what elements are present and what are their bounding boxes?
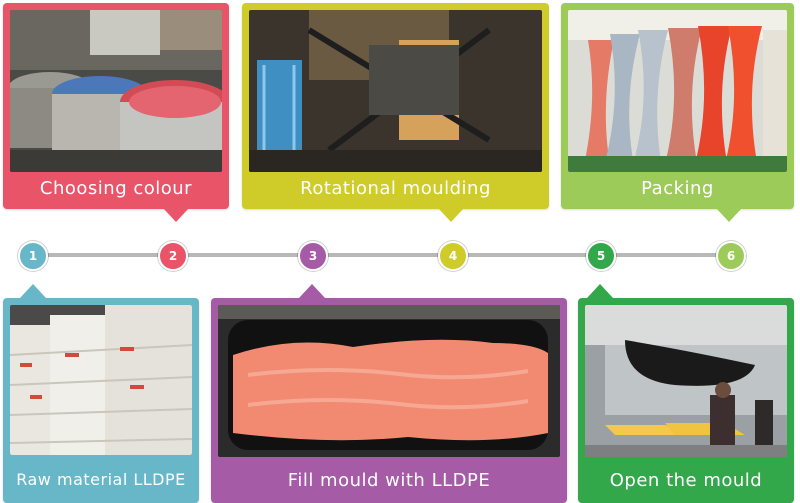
card-pointer [716, 208, 742, 222]
process-timeline [30, 253, 736, 257]
step-label: Open the mould [609, 470, 763, 491]
step-label: Raw material LLDPE [16, 470, 186, 489]
colour-drums-photo [10, 10, 222, 172]
step-label: Packing [641, 178, 714, 199]
step-card-raw-material: Raw material LLDPE [3, 284, 199, 503]
step-card-packing: Packing [561, 3, 794, 222]
rotomoulding-machine-photo [249, 10, 542, 172]
white-bags-photo [10, 305, 192, 455]
card-pointer [438, 208, 464, 222]
step-node-4: 4 [438, 241, 468, 271]
step-card-rotational-moulding: Rotational moulding [242, 3, 549, 222]
step-node-6: 6 [716, 241, 746, 271]
step-node-5: 5 [586, 241, 616, 271]
card-pointer [587, 284, 613, 298]
step-card-choosing-colour: Choosing colour [3, 3, 229, 222]
step-card-open-mould: Open the mould [578, 284, 794, 503]
packed-slides-photo [568, 10, 787, 172]
step-label: Rotational moulding [300, 178, 491, 199]
card-pointer [20, 284, 46, 298]
card-pointer [163, 208, 189, 222]
step-node-2: 2 [158, 241, 188, 271]
step-node-3: 3 [298, 241, 328, 271]
card-pointer [299, 284, 325, 298]
step-card-fill-mould: Fill mould with LLDPE [211, 284, 567, 503]
mould-fill-photo [218, 305, 560, 457]
step-node-1: 1 [18, 241, 48, 271]
step-label: Choosing colour [39, 178, 193, 199]
open-mould-photo [585, 305, 787, 457]
step-label: Fill mould with LLDPE [287, 470, 491, 491]
